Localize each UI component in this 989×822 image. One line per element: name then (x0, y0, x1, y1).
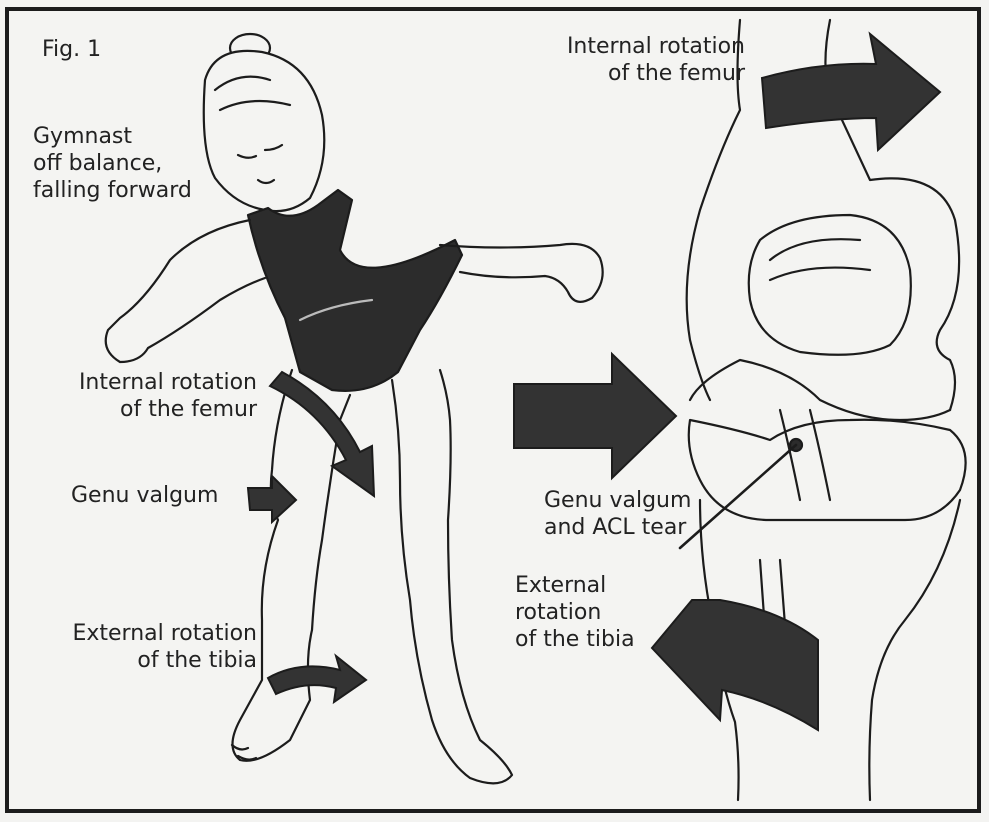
right-tibia-rotation-arrow (652, 600, 818, 730)
right-tibia-label-line-3: of the tibia (515, 626, 635, 653)
gymnast-caption-line-1: Gymnast (33, 123, 192, 150)
right-femur-label-line-2: of the femur (545, 60, 745, 87)
right-tibia-label: External rotation of the tibia (515, 572, 635, 653)
right-femur-rotation-arrow (762, 34, 940, 150)
right-tibia-label-line-2: rotation (515, 599, 635, 626)
left-femur-label-line-1: Internal rotation (42, 369, 257, 396)
force-arrow (514, 354, 676, 478)
left-tibia-rotation-arrow (268, 656, 366, 702)
right-femur-label: Internal rotation of the femur (545, 33, 745, 87)
figure-label: Fig. 1 (42, 36, 101, 63)
gymnast-caption-line-2: off balance, (33, 150, 192, 177)
gymnast-caption-line-3: falling forward (33, 177, 192, 204)
left-femur-label: Internal rotation of the femur (42, 369, 257, 423)
left-tibia-label-line-2: of the tibia (31, 647, 257, 674)
left-tibia-label-line-1: External rotation (31, 620, 257, 647)
left-tibia-label: External rotation of the tibia (31, 620, 257, 674)
valgum-arrow (248, 476, 296, 522)
right-valgum-acl-label-line-1: Genu valgum (544, 487, 691, 514)
left-valgum-label: Genu valgum (71, 482, 218, 509)
left-femur-label-line-2: of the femur (42, 396, 257, 423)
right-valgum-acl-label: Genu valgum and ACL tear (544, 487, 691, 541)
right-valgum-acl-label-line-2: and ACL tear (544, 514, 691, 541)
right-tibia-label-line-1: External (515, 572, 635, 599)
gymnast-caption: Gymnast off balance, falling forward (33, 123, 192, 204)
right-femur-label-line-1: Internal rotation (545, 33, 745, 60)
